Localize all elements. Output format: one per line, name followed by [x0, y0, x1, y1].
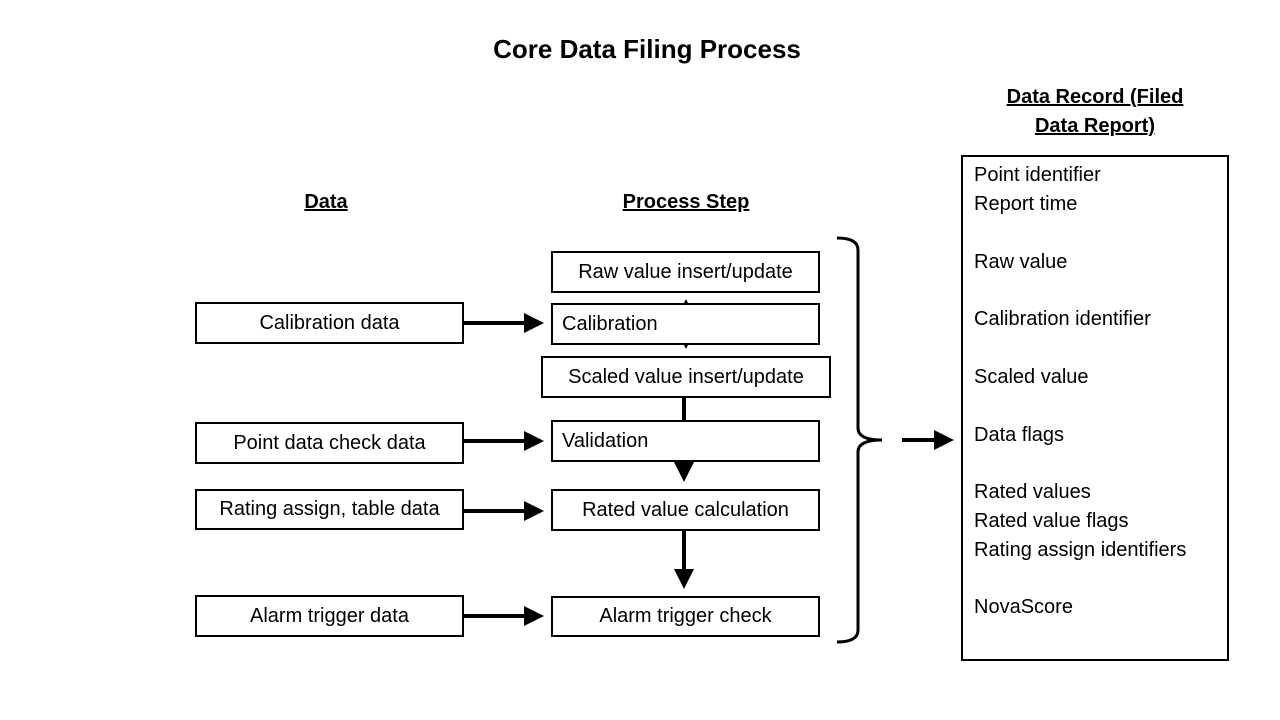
point-data-check-box: Point data check data [195, 422, 464, 464]
calibration-step: Calibration [551, 303, 820, 345]
record-field: Rated value flags [974, 510, 1129, 532]
grouping-brace [836, 236, 883, 644]
record-field: Raw value [974, 251, 1068, 273]
process-step-column-heading: Process Step [622, 191, 750, 213]
record-heading-line-2: Data Report) [1034, 115, 1155, 137]
record-field: Report time [974, 193, 1078, 215]
data-record-box: Point identifier Report time Raw value C… [961, 155, 1229, 661]
validation-step: Validation [551, 420, 820, 462]
record-field: Rating assign identifiers [974, 539, 1187, 561]
calibration-data-box: Calibration data [195, 302, 464, 344]
rated-value-step: Rated value calculation [551, 489, 820, 531]
alarm-trigger-data-box: Alarm trigger data [195, 595, 464, 637]
record-field: Data flags [974, 424, 1065, 446]
record-heading-line-1: Data Record (Filed [1006, 86, 1184, 108]
record-field: Scaled value [974, 366, 1089, 388]
record-field: Calibration identifier [974, 308, 1151, 330]
data-column-heading: Data [304, 191, 348, 213]
diagram-title: Core Data Filing Process [493, 34, 801, 64]
record-field: NovaScore [974, 596, 1073, 618]
scaled-value-step: Scaled value insert/update [541, 356, 831, 398]
record-column-heading: Data Record (Filed Data Report) [980, 83, 1210, 141]
record-field: Point identifier [974, 164, 1101, 186]
alarm-trigger-step: Alarm trigger check [551, 596, 820, 637]
record-field: Rated values [974, 481, 1091, 503]
rating-data-box: Rating assign, table data [195, 489, 464, 530]
raw-value-step: Raw value insert/update [551, 251, 820, 293]
